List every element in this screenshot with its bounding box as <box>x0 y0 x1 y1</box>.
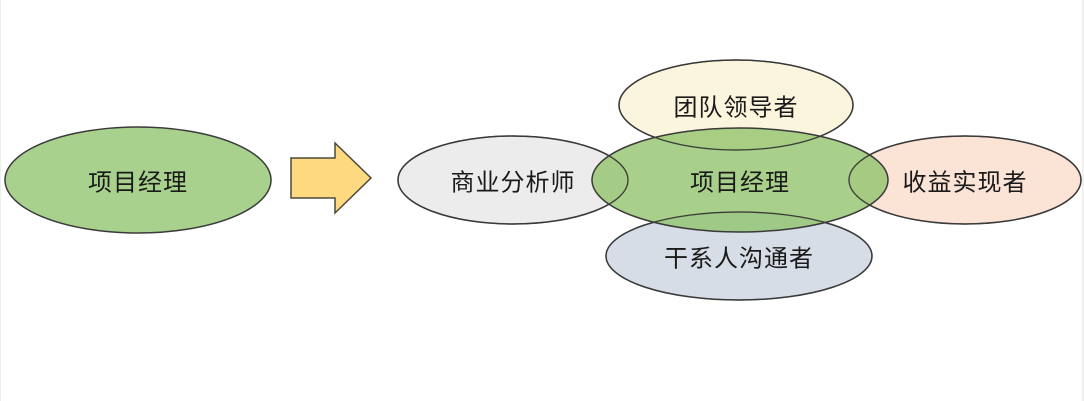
stakeholder-communicator-outline <box>605 211 873 301</box>
arrow-right-icon <box>290 141 373 215</box>
source-project-manager-ellipse <box>4 126 272 234</box>
team-leader-outline <box>618 59 854 151</box>
center-project-manager-ellipse <box>591 127 889 233</box>
benefit-realizer-outline <box>848 135 1082 225</box>
business-analyst-outline <box>397 135 629 225</box>
